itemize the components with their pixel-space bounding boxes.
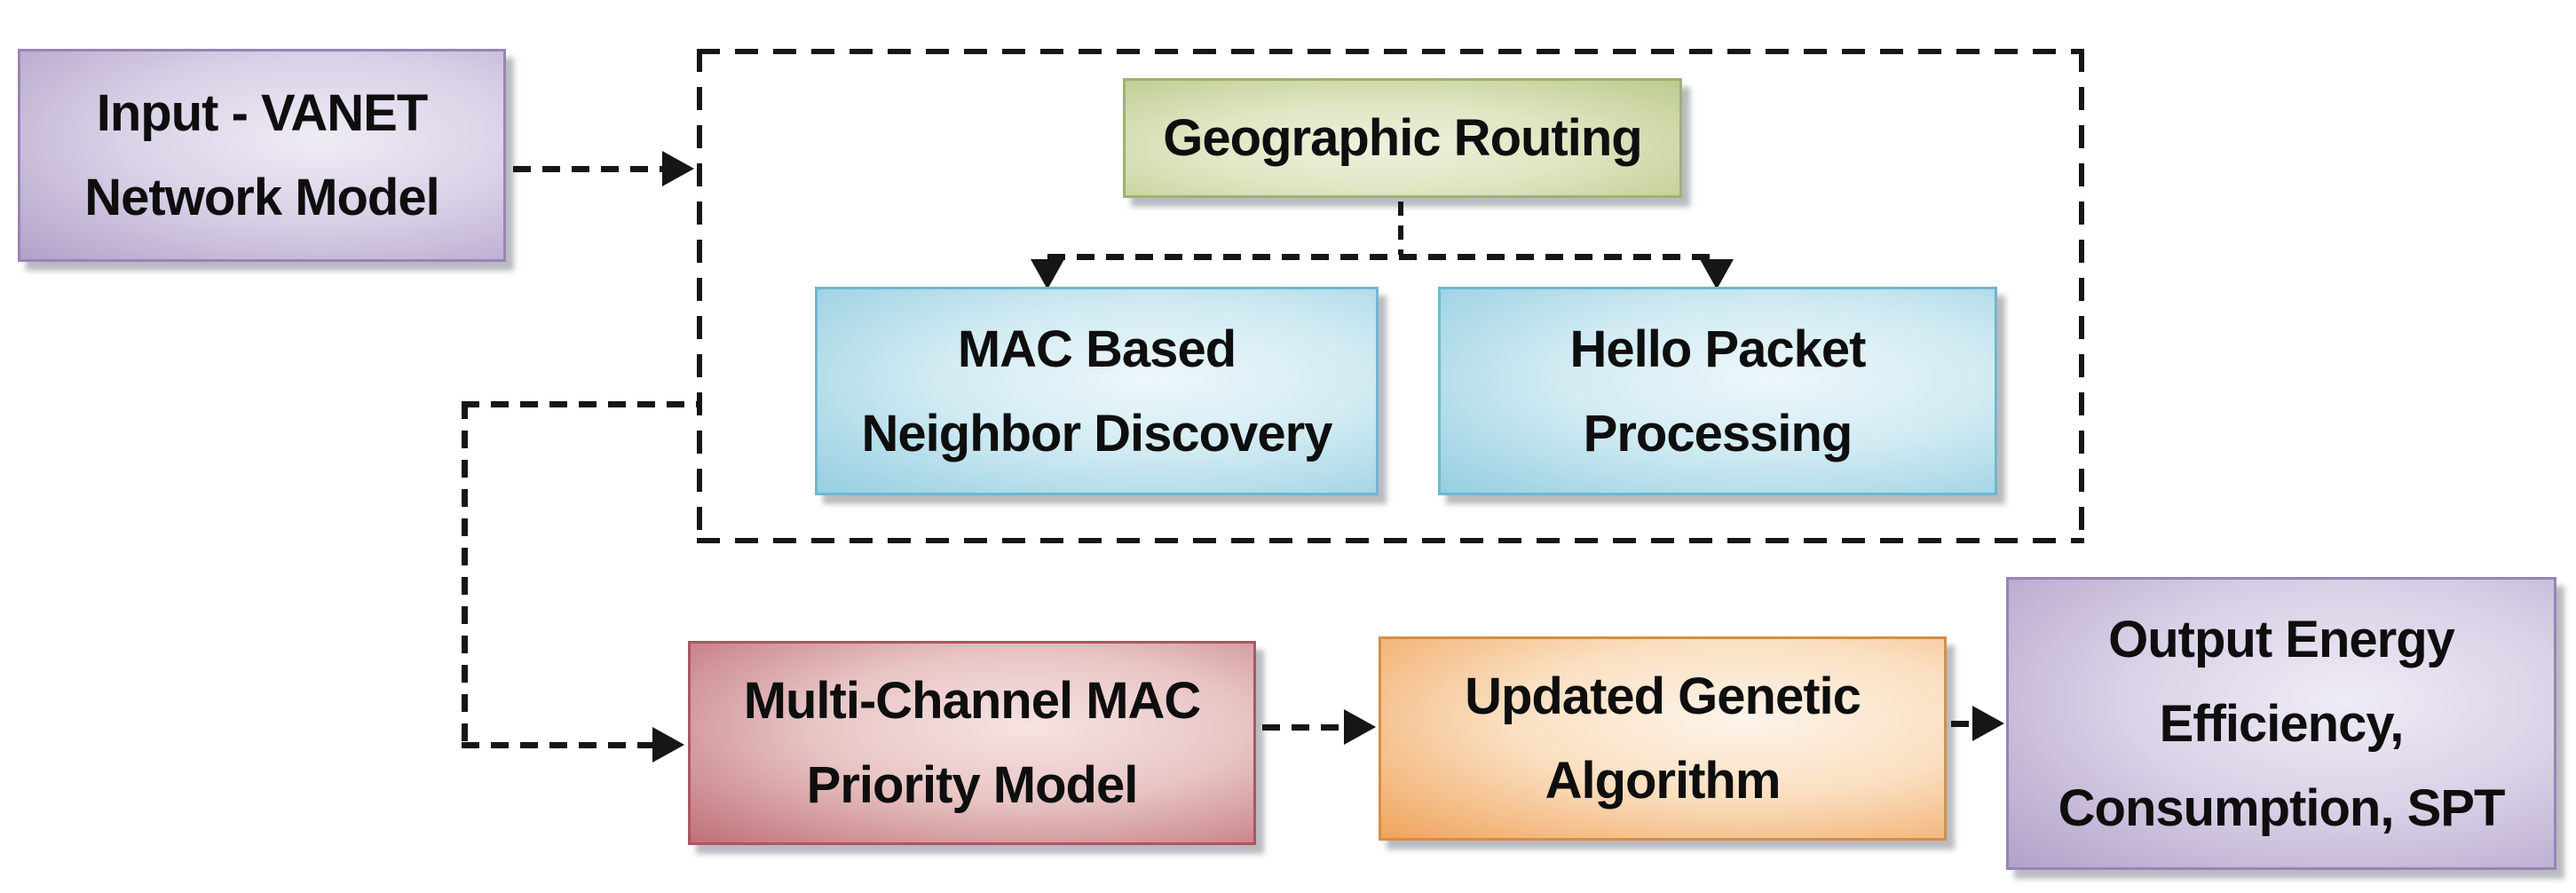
node-label-line: Priority Model [806, 756, 1139, 814]
arrowhead-right-icon [652, 727, 684, 763]
edge-genetic-to-output [1951, 721, 1974, 727]
node-hello-packet-processing: Hello Packet Processing [1438, 287, 1997, 495]
routing-module-container-border-bottom [697, 538, 2084, 543]
edge-module-to-priority-top [462, 401, 697, 407]
arrowhead-down-icon [1700, 259, 1734, 289]
node-input-vanet-network-model: Input - VANET Network Model [18, 49, 506, 262]
node-label-line: Geographic Routing [1163, 109, 1642, 167]
edge-module-to-priority-vertical [462, 401, 468, 748]
node-label-line: MAC Based [957, 320, 1237, 378]
node-mac-based-neighbor-discovery: MAC Based Neighbor Discovery [815, 287, 1379, 495]
edge-priority-to-genetic [1262, 724, 1344, 731]
node-label-line: Efficiency, [2159, 694, 2405, 753]
arrowhead-right-icon [1972, 706, 2004, 741]
arrowhead-right-icon [662, 151, 694, 186]
routing-module-container-border-top [697, 49, 2084, 54]
node-label-line: Network Model [84, 169, 439, 226]
node-label-line: Hello Packet [1569, 320, 1867, 378]
node-geographic-routing: Geographic Routing [1123, 78, 1682, 198]
arrowhead-right-icon [1344, 709, 1376, 745]
edge-module-to-priority-bottom [462, 742, 652, 748]
node-label-line: Input - VANET [96, 84, 429, 142]
edge-routing-stub [1398, 202, 1403, 255]
edge-routing-split [1047, 254, 1717, 260]
node-output-energy-efficiency: Output Energy Efficiency, Consumption, S… [2006, 577, 2556, 870]
node-label-line: Updated Genetic [1465, 668, 1861, 725]
edge-input-to-routing-module [513, 166, 662, 172]
node-label-line: Neighbor Discovery [861, 404, 1333, 462]
node-label-line: Algorithm [1545, 752, 1782, 810]
node-label-line: Multi-Channel MAC [743, 672, 1202, 730]
node-label-line: Consumption, SPT [2058, 778, 2506, 837]
node-updated-genetic-algorithm: Updated Genetic Algorithm [1379, 636, 1947, 841]
node-label-line: Output Energy [2108, 610, 2455, 668]
node-multi-channel-mac-priority-model: Multi-Channel MAC Priority Model [688, 641, 1256, 845]
arrowhead-down-icon [1031, 259, 1064, 289]
routing-module-container-border-right [2079, 49, 2084, 543]
node-label-line: Processing [1583, 404, 1853, 462]
routing-module-container-border-left [697, 49, 702, 543]
